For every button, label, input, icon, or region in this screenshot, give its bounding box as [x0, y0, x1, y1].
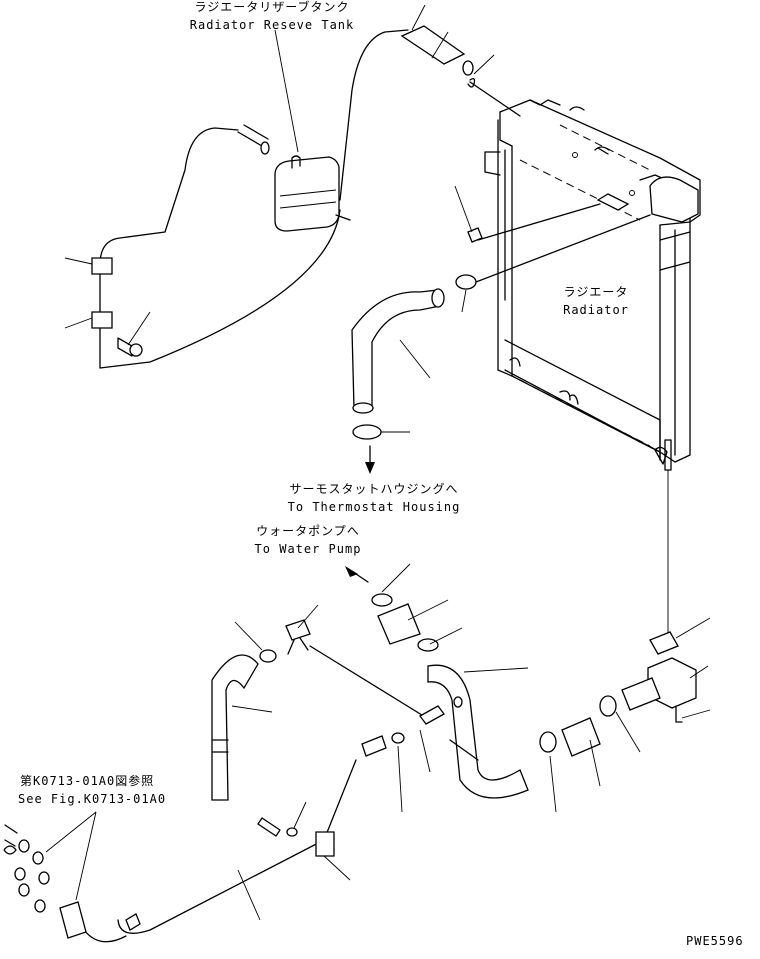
water-pump-label-en: To Water Pump [254, 542, 362, 556]
reserve-tank-label-en: Radiator Reseve Tank [189, 18, 355, 32]
water-pump-label-jp: ウォータポンプへ [256, 524, 360, 538]
reserve-tank-label-jp: ラジエータリザーブタンク [194, 0, 350, 14]
radiator-label-jp: ラジエータ [563, 285, 629, 299]
radiator-label-en: Radiator [563, 303, 629, 317]
radiator [484, 99, 701, 640]
drawing-number: PWE5596 [686, 934, 744, 948]
thermostat-label-en: To Thermostat Housing [287, 500, 461, 514]
see-fig-label-en: See Fig.K0713-01A0 [18, 792, 167, 806]
leader-lines [64, 4, 711, 921]
thermostat-label-jp: サーモスタットハウジングへ [289, 482, 459, 496]
see-fig-label-jp: 第K0713-01A0図参照 [20, 774, 155, 788]
reserve-tank [274, 155, 340, 232]
fittings-cluster [3, 824, 50, 913]
